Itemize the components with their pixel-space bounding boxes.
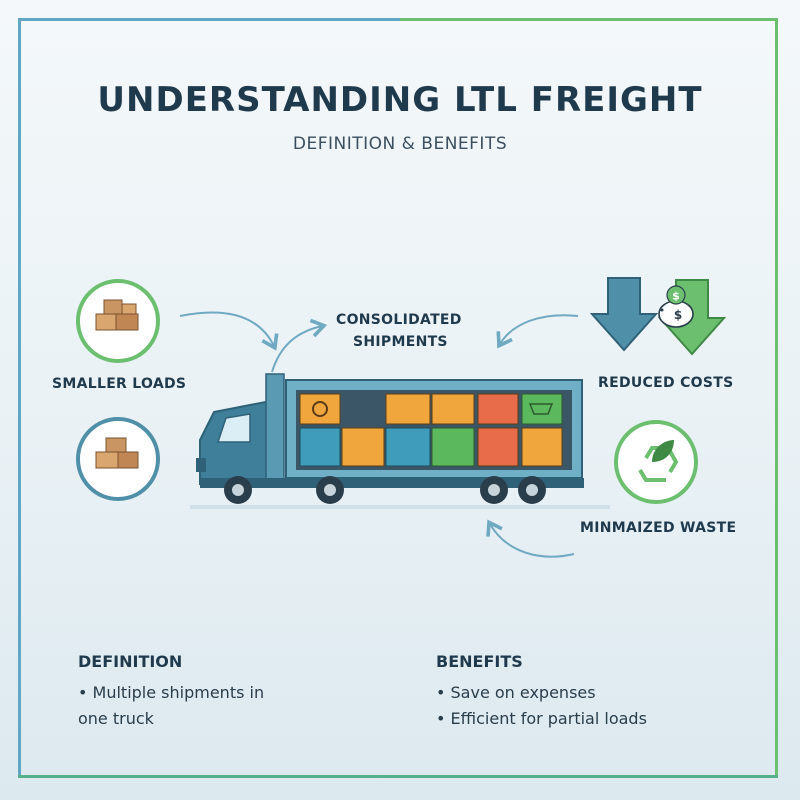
arrow-to-truck — [179, 311, 279, 351]
cost-down-arrows-icon: $ $ — [589, 277, 727, 356]
truck-illustration — [190, 373, 610, 509]
benefits-bullet-2: • Efficient for partial loads — [436, 709, 647, 728]
definition-bullet-line2: one truck — [78, 709, 154, 728]
arrow-up-consolidated — [271, 318, 328, 373]
recycle-icon — [614, 420, 698, 504]
piggy-bank-icon: $ $ — [658, 285, 694, 328]
coin-symbol: $ — [672, 290, 680, 303]
piggy-dollar: $ — [674, 308, 682, 322]
benefits-heading: BENEFITS — [436, 652, 523, 671]
arrow-from-waste — [486, 519, 575, 558]
boxes-icon — [76, 417, 160, 501]
smaller-loads-label: SMALLER LOADS — [52, 376, 187, 392]
arrow-from-costs — [496, 314, 579, 349]
benefits-bullet-1: • Save on expenses — [436, 683, 596, 702]
border-accent-right — [775, 18, 778, 778]
smaller-loads-icon — [76, 279, 160, 363]
definition-bullet-line1: • Multiple shipments in — [78, 683, 265, 702]
page-title: UNDERSTANDING LTL FREIGHT — [97, 80, 703, 120]
border-accent-top — [400, 18, 778, 21]
definition-heading: DEFINITION — [78, 652, 183, 671]
page-subtitle: DEFINITION & BENEFITS — [292, 134, 508, 154]
reduced-costs-label: REDUCED COSTS — [598, 375, 734, 391]
border-accent-bottom — [18, 775, 778, 778]
consolidated-label-line1: CONSOLIDATED — [336, 312, 462, 328]
minimized-waste-label: MINMAIZED WASTE — [580, 520, 737, 536]
consolidated-label-line2: SHIPMENTS — [353, 334, 448, 350]
